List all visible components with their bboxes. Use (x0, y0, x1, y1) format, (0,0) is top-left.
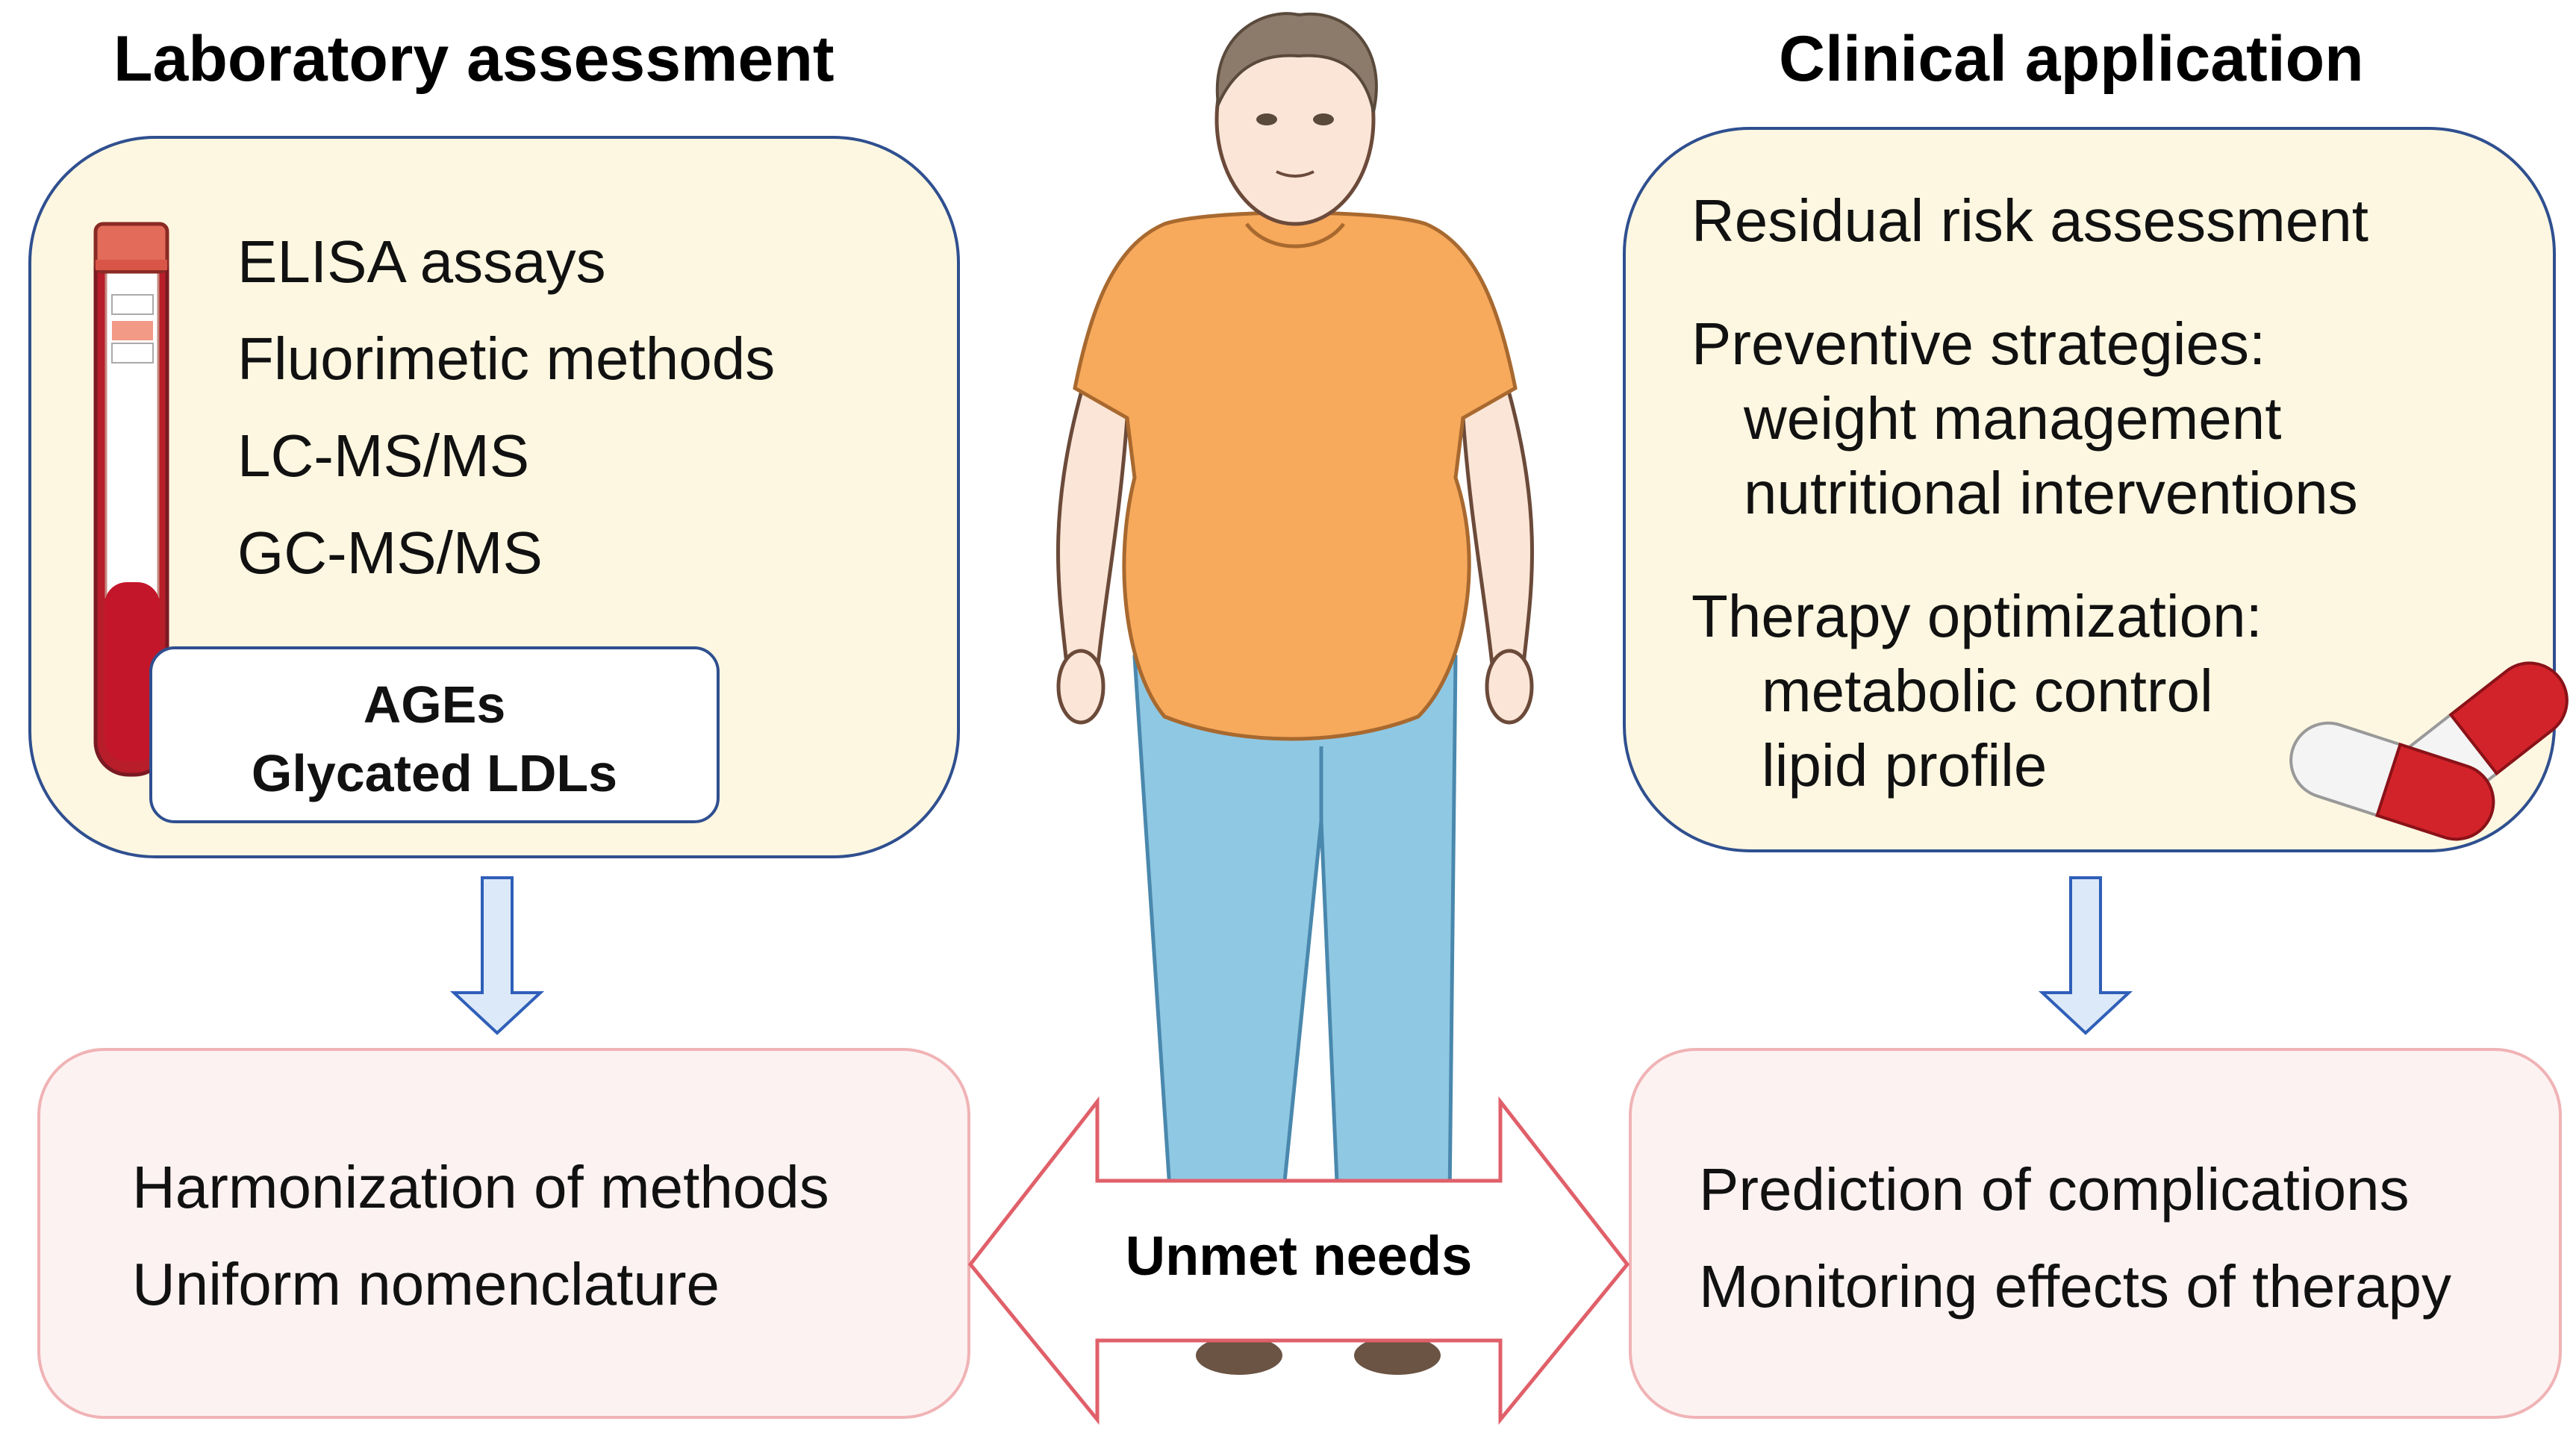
clinical-panel (1623, 127, 2556, 852)
lipid-profile: lipid profile (1762, 732, 2048, 799)
uniform-nomenclature: Uniform nomenclature (132, 1251, 720, 1317)
residual-risk-assessment: Residual risk assessment (1691, 187, 2368, 254)
method-lcmsms: LC-MS/MS (237, 422, 530, 489)
prediction-of-complications: Prediction of complications (1699, 1156, 2410, 1223)
method-gcmsms: GC-MS/MS (237, 519, 543, 586)
analyte-ages: AGEs (363, 675, 506, 734)
therapy-optimization: Therapy optimization: (1691, 583, 2262, 649)
method-elisa: ELISA assays (237, 228, 606, 295)
lab-needs-panel (37, 1048, 970, 1419)
nutritional-interventions: nutritional interventions (1744, 460, 2358, 526)
right-title: Clinical application (1779, 23, 2364, 95)
monitoring-effects-of-therapy: Monitoring effects of therapy (1699, 1253, 2451, 1320)
harmonization-of-methods: Harmonization of methods (132, 1154, 829, 1220)
preventive-strategies: Preventive strategies: (1691, 310, 2266, 377)
analytes-box: AGEs Glycated LDLs (149, 646, 720, 823)
weight-management: weight management (1744, 385, 2282, 452)
unmet-needs-label: Unmet needs (1125, 1225, 1473, 1287)
clinical-needs-panel (1629, 1048, 2562, 1419)
method-fluorimetric: Fluorimetic methods (237, 325, 776, 392)
left-title: Laboratory assessment (113, 23, 835, 95)
analyte-glycated-ldls: Glycated LDLs (251, 744, 618, 802)
metabolic-control: metabolic control (1762, 658, 2213, 724)
